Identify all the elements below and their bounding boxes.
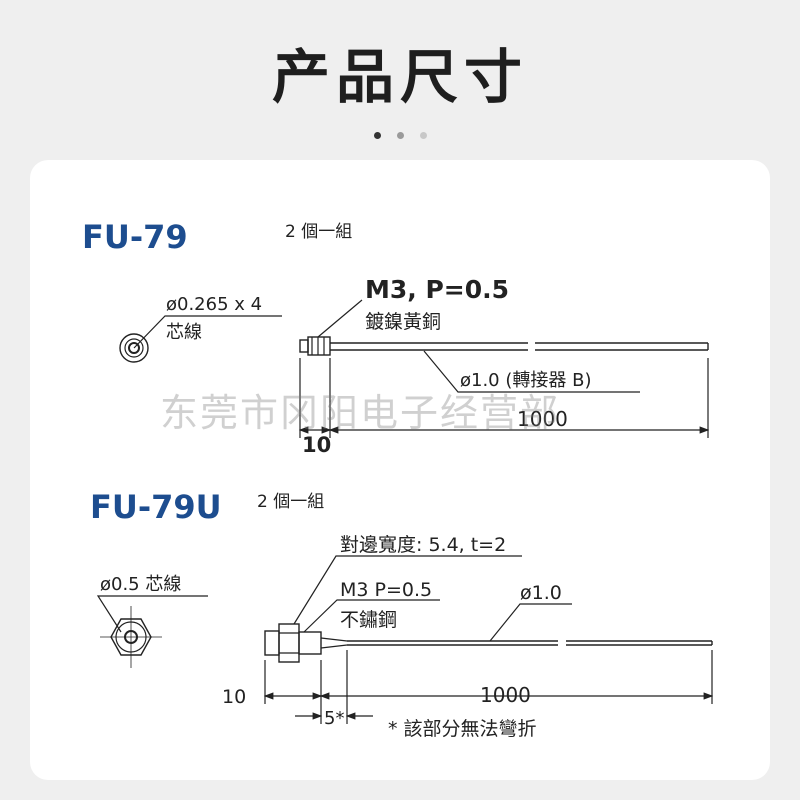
fu79u-fiber-leader: [489, 603, 572, 642]
dot-1: [373, 132, 381, 139]
fu79-cable: [330, 342, 708, 351]
fu79u-thread-leader: [303, 599, 440, 633]
fu79-tip: [299, 339, 309, 353]
fu79-end-mid: [124, 338, 144, 358]
fu79-model: FU-79: [82, 218, 188, 256]
fu79-fiber-leader: [423, 350, 640, 393]
fu79-thread-leader: [317, 299, 363, 338]
fu79u-qty: 2 個一組: [257, 492, 324, 512]
fu79-core-dia: ø0.265 x 4: [166, 294, 262, 315]
fu79-material: 鍍鎳黃銅: [365, 311, 441, 333]
fu79-dim-length: 1000: [517, 407, 568, 431]
fu79u-center-marks: [100, 606, 162, 668]
fu79-thread: M3, P=0.5: [365, 275, 509, 304]
fu79-thread: [307, 336, 331, 356]
fu79u-fiber-dia: ø1.0: [520, 582, 562, 604]
fu79u-model: FU-79U: [90, 488, 222, 526]
fu79u-dim-head: 10: [222, 686, 246, 708]
fu79u-nut: [278, 623, 300, 663]
watermark: 东莞市冈阳电子经营部: [160, 391, 561, 435]
fu79-end-inner: [128, 342, 140, 354]
fu79u-dim-length: 1000: [480, 683, 531, 707]
page-title: 产品尺寸: [271, 43, 528, 111]
fu79-dim-head: 10: [302, 433, 331, 457]
fu79u-sleeve: [298, 631, 322, 655]
fu79u-note: * 該部分無法彎折: [388, 718, 537, 740]
fu79u-dim-rigid: 5*: [324, 708, 344, 729]
fu79u-thread: M3 P=0.5: [340, 579, 432, 601]
fu79-fiber-dia: ø1.0 (轉接器 B): [460, 370, 591, 391]
fu79u-core: ø0.5 芯線: [100, 574, 181, 595]
fu79u-across-flats: 對邊寬度: 5.4, t=2: [340, 534, 506, 556]
fu79-core-unit: 芯線: [166, 322, 202, 343]
fu79-end-outer: [119, 333, 149, 363]
dimension-card: [30, 160, 770, 780]
pagination-dots: [0, 124, 800, 143]
fu79-qty: 2 個一組: [285, 222, 352, 242]
dot-3: [419, 132, 427, 139]
fu79-core-leader: [133, 315, 282, 349]
fu79u-core-leader: [96, 595, 208, 633]
fu79u-material: 不鏽鋼: [340, 609, 397, 631]
fu79u-flats-leader: [293, 555, 522, 625]
dot-2: [396, 132, 404, 139]
fu79u-tip: [264, 630, 280, 656]
fu79u-cable: [347, 640, 712, 646]
